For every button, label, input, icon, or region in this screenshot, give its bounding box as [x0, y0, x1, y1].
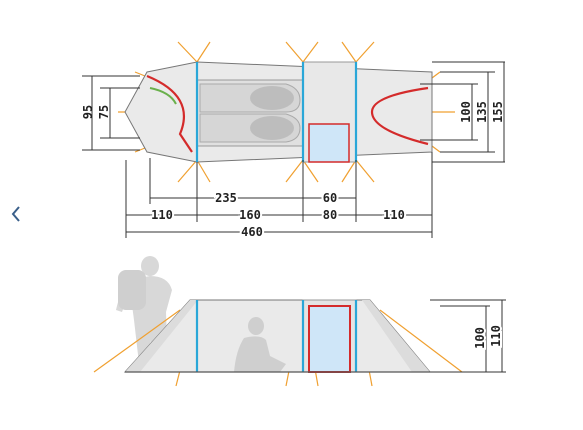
person-silhouette-sitting [234, 317, 286, 372]
guy-lines-top [118, 41, 455, 183]
front-pole [370, 86, 429, 146]
door-top [308, 123, 350, 163]
dim-total-460: 460 [241, 225, 263, 239]
dim-door-60: 60 [323, 191, 337, 205]
previous-image-button[interactable] [4, 200, 28, 228]
dim-inner-235: 235 [215, 191, 237, 205]
side-dimensions: 100 110 [430, 299, 506, 373]
sleeping-figures [199, 83, 301, 143]
top-dimensions: 100 135 155 95 75 235 60 110 [81, 61, 505, 241]
dim-height-110: 110 [489, 325, 503, 347]
side-view [93, 256, 463, 387]
dim-left-75: 75 [97, 105, 111, 119]
dim-left-95: 95 [81, 105, 95, 119]
dim-width-mid: 135 [475, 101, 489, 123]
dim-seg-160: 160 [239, 208, 261, 222]
dim-width-outer: 155 [491, 101, 505, 123]
dim-width-inner: 100 [459, 101, 473, 123]
dim-seg-110-left: 110 [151, 208, 173, 222]
chevron-left-icon [11, 206, 20, 222]
rear-pole [146, 74, 193, 153]
door-side [308, 305, 351, 373]
dim-seg-110-right: 110 [383, 208, 405, 222]
dim-height-100: 100 [473, 327, 487, 349]
top-view [118, 41, 455, 183]
dim-seg-80: 80 [323, 208, 337, 222]
